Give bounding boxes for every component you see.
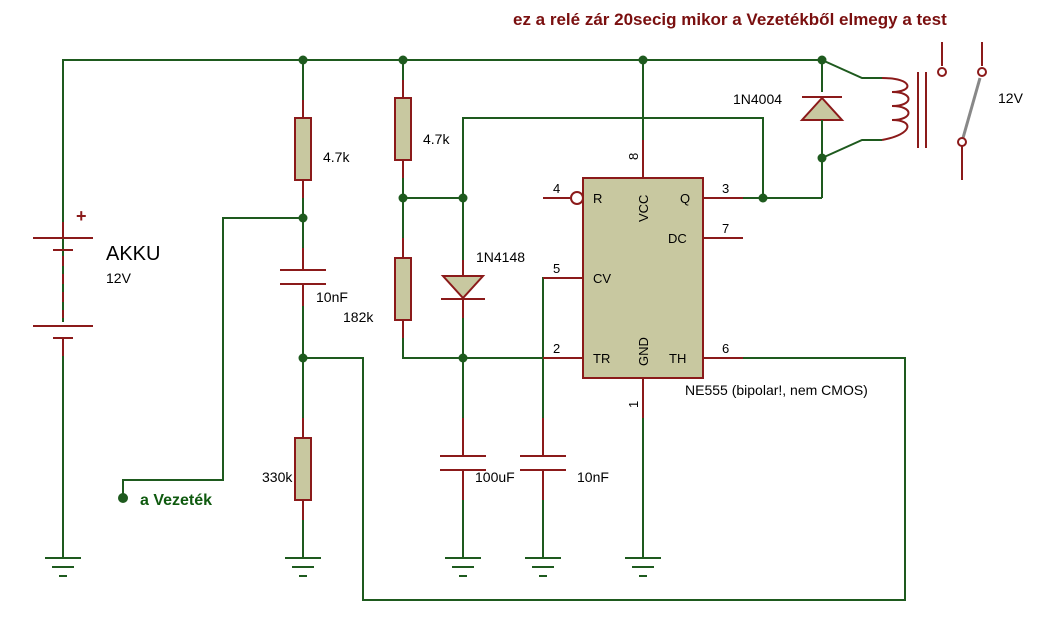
pin-number-6: 6 xyxy=(722,341,729,356)
q-feedback-wire xyxy=(462,117,764,198)
pin-number-8: 8 xyxy=(626,153,641,160)
battery-name: AKKU xyxy=(106,243,160,265)
relay-voltage: 12V xyxy=(998,90,1024,106)
resistor-r4: 330k xyxy=(262,418,312,558)
c2-value: 100uF xyxy=(475,469,515,485)
junction xyxy=(758,193,768,203)
d1-label: 1N4148 xyxy=(476,249,525,265)
pin-label-tr: TR xyxy=(593,351,610,366)
resistor-r1: 4.7k xyxy=(294,60,350,248)
capacitor-c3: 10nF xyxy=(520,277,609,558)
diode-1n4148: 1N4148 xyxy=(440,198,525,418)
pin-number-2: 2 xyxy=(553,341,560,356)
pin-label-vcc: VCC xyxy=(636,195,651,222)
pin-label-cv: CV xyxy=(593,271,611,286)
pin-number-5: 5 xyxy=(553,261,560,276)
r1-value: 4.7k xyxy=(323,149,350,165)
junction xyxy=(458,353,468,363)
schematic-title: ez a relé zár 20secig mikor a Vezetékből… xyxy=(513,10,947,29)
r4-value: 330k xyxy=(262,469,293,485)
pin-number-1: 1 xyxy=(626,401,641,408)
resistor-r2: 4.7k xyxy=(394,60,450,238)
ic-part-label: NE555 (bipolar!, nem CMOS) xyxy=(685,382,868,398)
pin-label-q: Q xyxy=(680,191,690,206)
net-label-vezetek: a Vezeték xyxy=(140,492,212,509)
pin-label-dc: DC xyxy=(668,231,687,246)
ground-symbols xyxy=(45,557,661,577)
d2-label: 1N4004 xyxy=(733,91,782,107)
ic-ne555: R Q DC CV TR TH VCC GND 4 8 3 7 5 2 1 6 … xyxy=(543,60,868,558)
capacitor-c2: 100uF xyxy=(440,418,515,558)
battery-akku: + AKKU 12V xyxy=(33,60,160,558)
c1-value: 10nF xyxy=(316,289,348,305)
r2-value: 4.7k xyxy=(423,131,450,147)
battery-plus-sign: + xyxy=(76,206,87,226)
relay-switch: 12V xyxy=(937,42,1024,180)
r3-value: 182k xyxy=(343,309,374,325)
c3-value: 10nF xyxy=(577,469,609,485)
resistor-r3: 182k xyxy=(343,238,583,359)
diode-1n4004: 1N4004 xyxy=(733,60,845,198)
pin-number-3: 3 xyxy=(722,181,729,196)
pin-label-gnd: GND xyxy=(636,337,651,366)
top-supply-rail xyxy=(62,55,827,322)
pin-label-th: TH xyxy=(669,351,686,366)
vezetek-wire: a Vezeték xyxy=(118,217,303,509)
threshold-feedback-wire xyxy=(303,357,906,601)
relay-coil xyxy=(821,59,927,159)
capacitor-c1: 10nF xyxy=(280,248,348,418)
battery-voltage: 12V xyxy=(106,270,132,286)
pin-label-r: R xyxy=(593,191,602,206)
pin-number-7: 7 xyxy=(722,221,729,236)
pin-number-4: 4 xyxy=(553,181,560,196)
